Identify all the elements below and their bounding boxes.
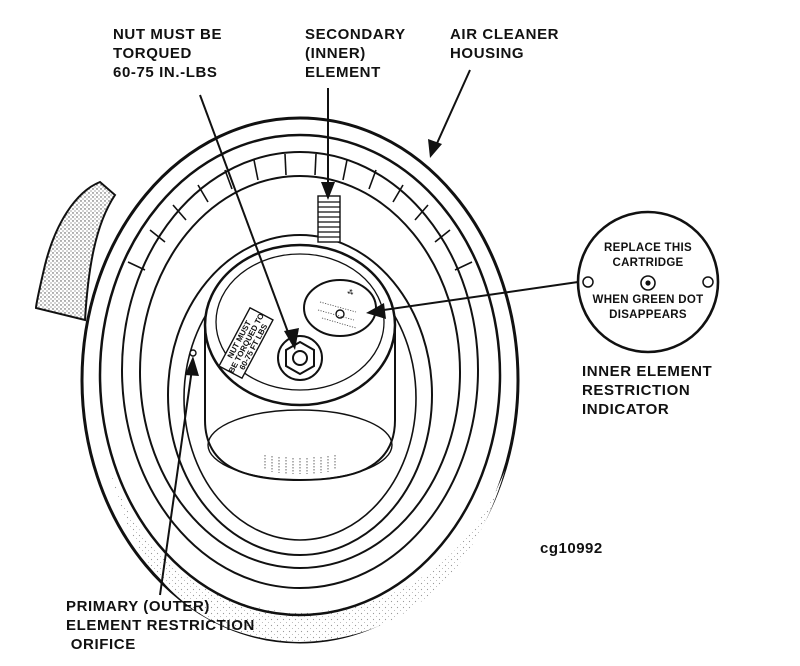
secondary-element-label: SECONDARY (INNER) ELEMENT (305, 26, 406, 81)
housing-inner-rim (98, 133, 502, 617)
figure-code: cg10992 (540, 540, 603, 557)
indicator-face-bottom-text: WHEN GREEN DOT DISAPPEARS (592, 294, 704, 321)
vent-band-outer (121, 151, 479, 589)
air-cleaner-housing-label: AIR CLEANER HOUSING (450, 26, 560, 62)
center-nut (277, 335, 323, 381)
secondary-pleats (317, 195, 341, 243)
indicator-face-top-text: REPLACE THIS CARTRIDGE (604, 242, 692, 269)
vent-slats (127, 153, 473, 271)
svg-text:⁂: ⁂ (347, 288, 356, 297)
inner-element-indicator-label: INNER ELEMENT RESTRICTION INDICATOR (582, 363, 713, 418)
vent-band-inner (139, 175, 461, 569)
indicator-detail-callout (576, 210, 720, 354)
primary-orifice-label: PRIMARY (OUTER) ELEMENT RESTRICTION ORIF… (66, 598, 255, 653)
primary-restriction-orifice (189, 349, 197, 357)
housing-shading (110, 470, 505, 642)
cartridge-top-lip (215, 253, 385, 391)
pleat-shading (264, 455, 336, 474)
intake-duct (34, 180, 117, 322)
cover-restriction-indicator: ⁂ (303, 279, 377, 337)
leader-arrowheads (185, 139, 442, 376)
leader-lines (159, 69, 579, 596)
nut-torque-label: NUT MUST BE TORQUED 60-75 IN.-LBS (113, 26, 223, 81)
cartridge-bottom-rim (207, 409, 393, 481)
